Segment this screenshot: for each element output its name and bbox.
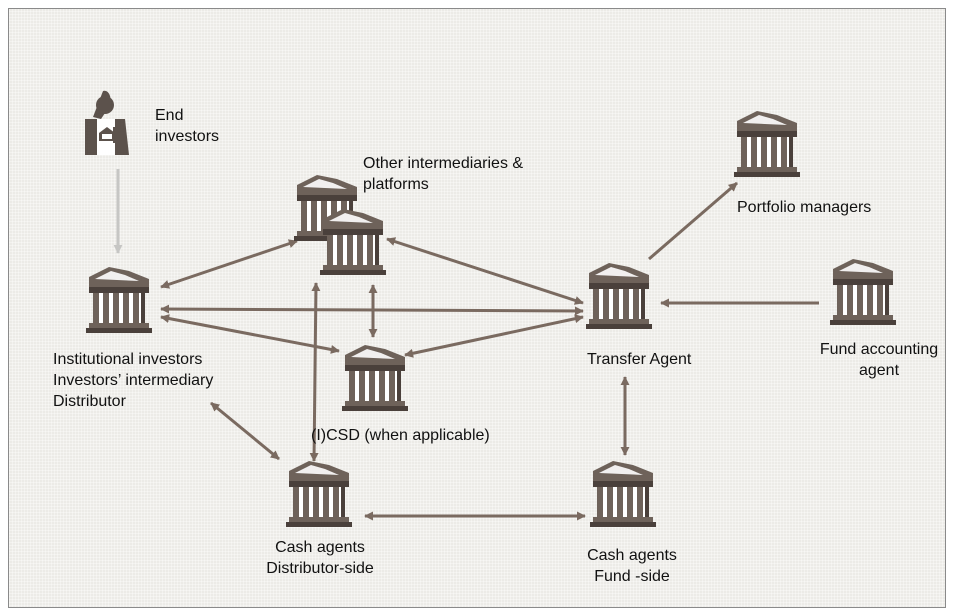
institutional-investors-building-icon [86, 267, 152, 333]
transfer-agent-building-icon [586, 263, 652, 329]
institutional-line-2: Investors’ intermediary [53, 372, 214, 389]
transfer-agent-label: Transfer Agent [587, 351, 692, 368]
other-intermediaries-line-2: platforms [363, 176, 429, 193]
end-investors-label: End investors [155, 105, 219, 147]
end-investor-icon [85, 90, 129, 155]
arrow-other-intermediaries-transfer-agent [386, 237, 584, 305]
fund-accounting-line-1: Fund accounting [819, 341, 939, 358]
arrow-institutional-cash-distributor [210, 401, 280, 461]
arrow-institutional-other-intermediaries [160, 239, 298, 289]
portfolio-managers-building-icon [734, 111, 800, 177]
cash-agents-fund-label: Cash agents Fund -side [557, 545, 707, 587]
cash-distributor-line-2: Distributor-side [266, 560, 374, 577]
end-investors-line-2: investors [155, 128, 220, 145]
arrow-other-intermediaries-cash-distributor [309, 282, 321, 462]
institutional-line-3: Distributor [53, 393, 126, 410]
fund-accounting-building-icon [830, 259, 896, 325]
fund-accounting-line-2: agent [858, 362, 900, 379]
institutional-line-1: Institutional investors [53, 351, 203, 368]
cash-agents-distributor-label: Cash agents Distributor-side [245, 537, 395, 579]
arrow-icsd-transfer-agent [404, 314, 584, 358]
portfolio-managers-label: Portfolio managers [737, 199, 872, 216]
diagram-frame: End investors Other intermediaries & pla… [8, 8, 946, 608]
other-intermediaries-label: Other intermediaries & platforms [363, 153, 523, 195]
icsd-building-icon [342, 345, 408, 411]
cash-fund-line-1: Cash agents [587, 547, 677, 564]
cash-distributor-line-1: Cash agents [275, 539, 365, 556]
end-investors-line-1: End [155, 107, 184, 124]
other-intermediaries-line-1: Other intermediaries & [363, 155, 524, 172]
arrow-transfer-agent-portfolio-managers [648, 181, 738, 261]
cash-agents-fund-building-icon [590, 461, 656, 527]
diagram-canvas [85, 90, 896, 527]
institutional-investors-label: Institutional investors Investors’ inter… [53, 349, 213, 412]
cash-agents-distributor-building-icon [286, 461, 352, 527]
cash-fund-line-2: Fund -side [594, 568, 670, 585]
icsd-label: (I)CSD (when applicable) [311, 427, 490, 444]
platforms-building-icon [320, 209, 386, 275]
fund-accounting-label: Fund accounting agent [803, 339, 955, 381]
arrow-institutional-icsd [160, 314, 340, 354]
